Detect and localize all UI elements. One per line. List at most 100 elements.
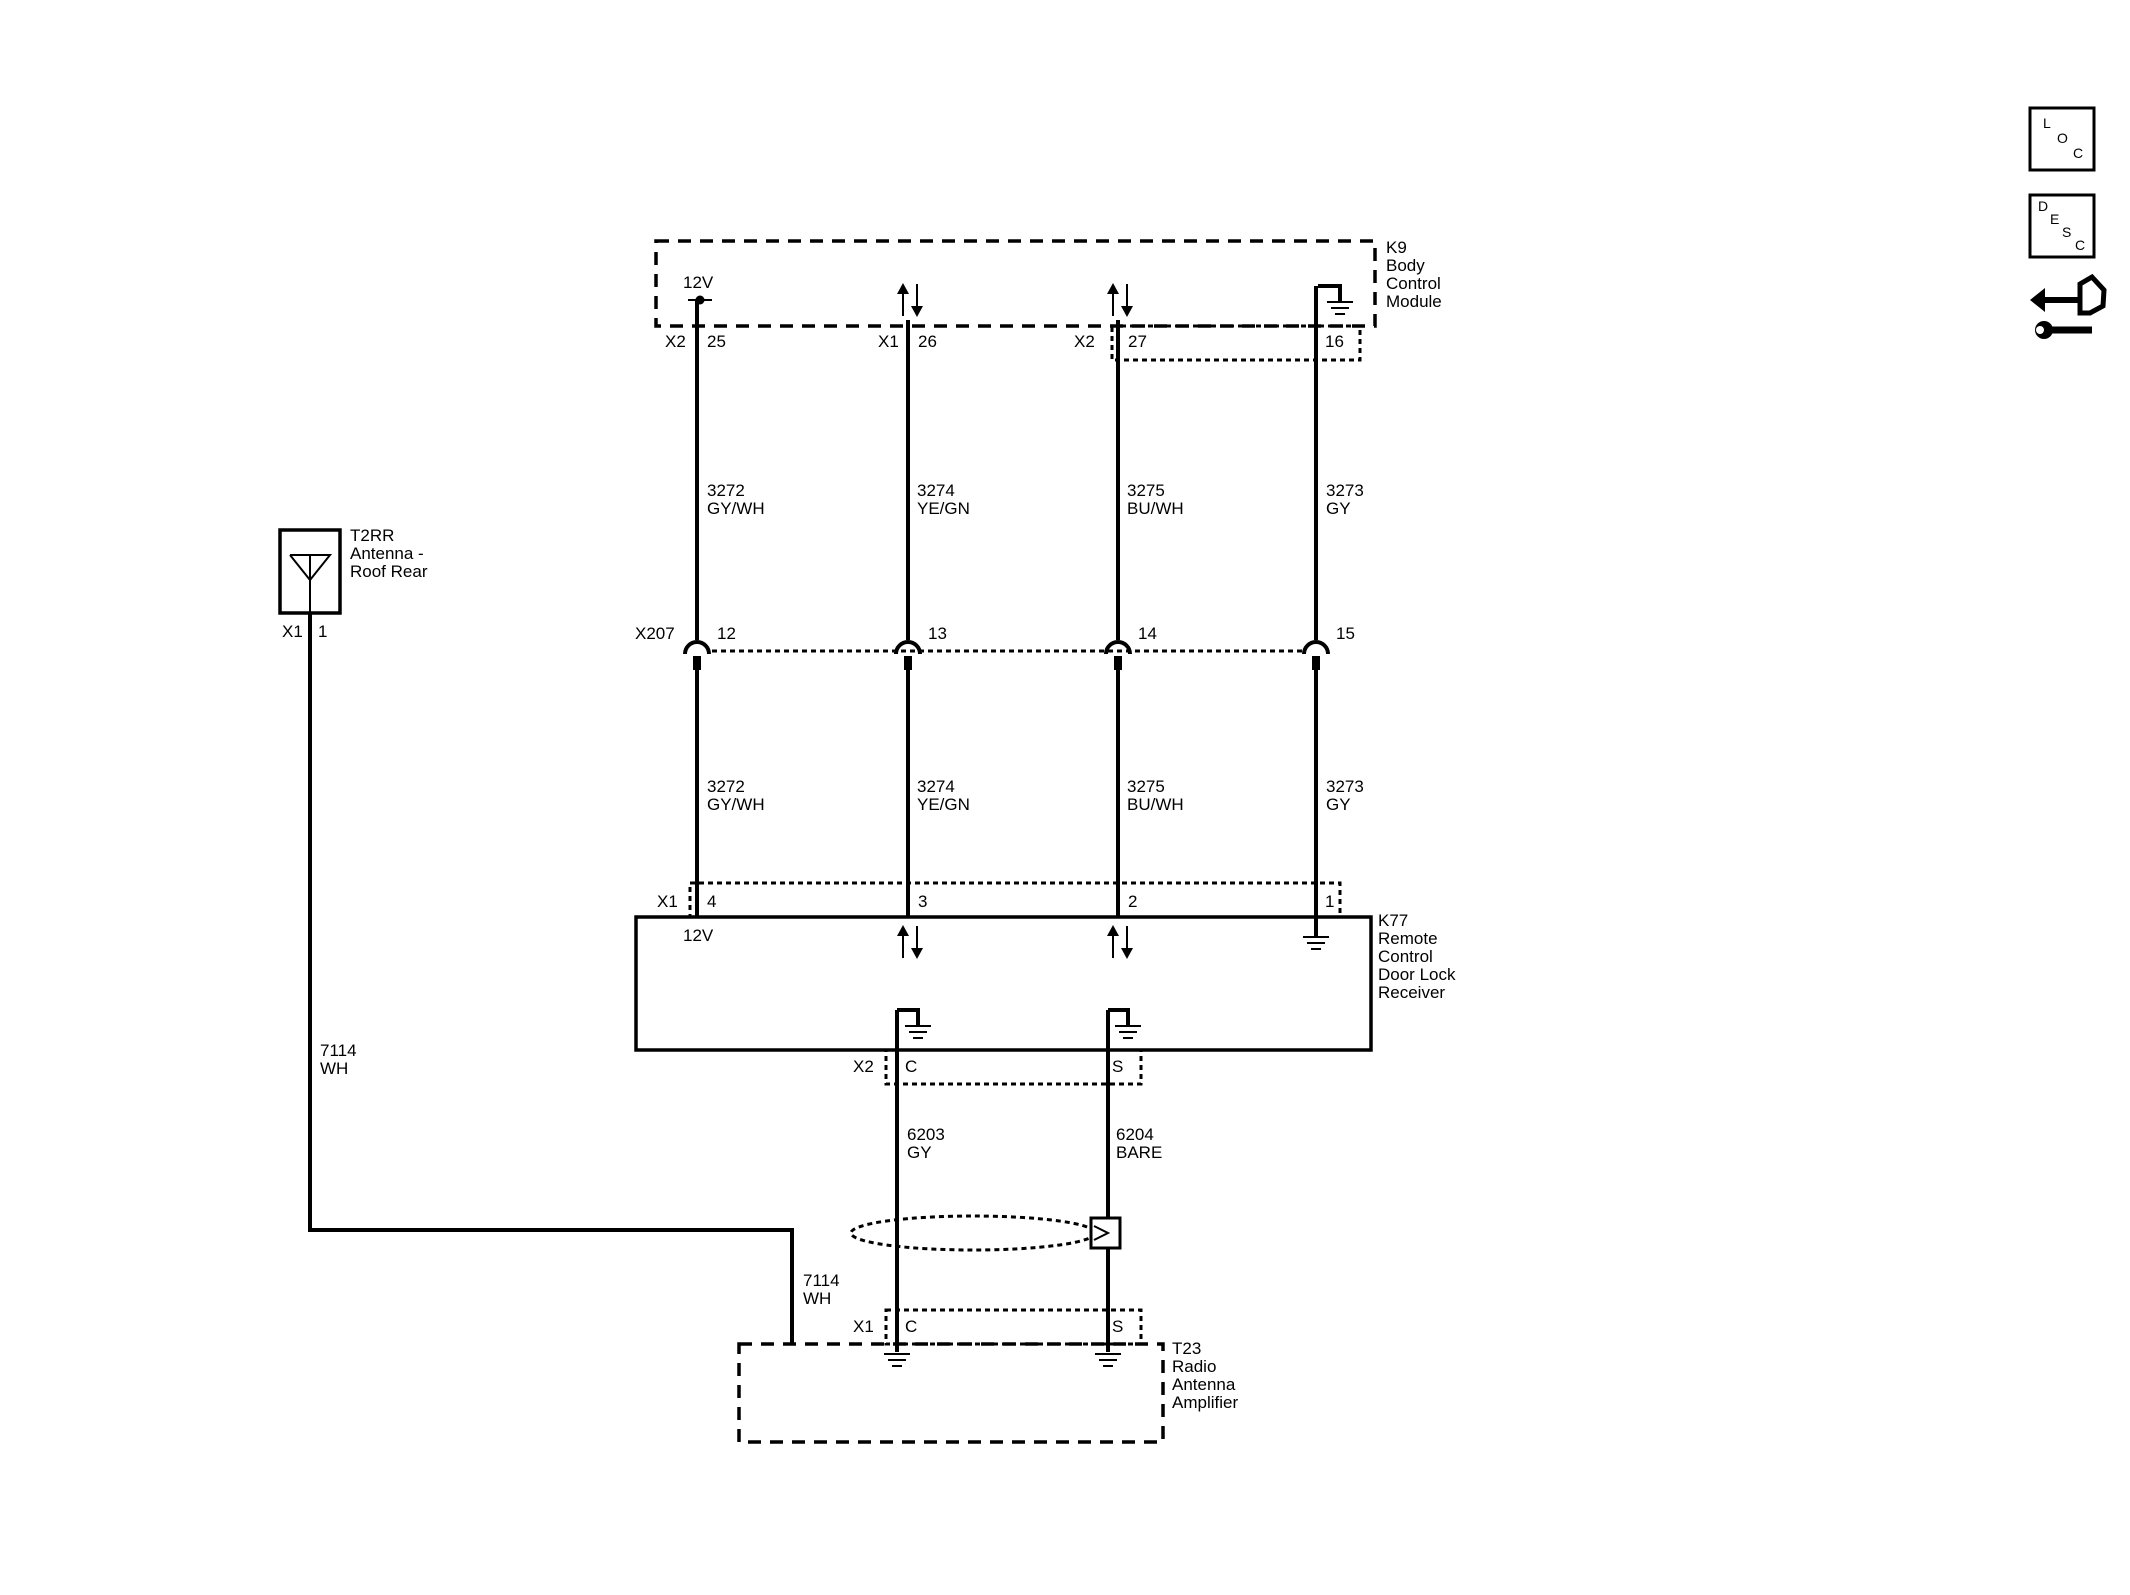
svg-text:X2: X2 xyxy=(1074,332,1095,351)
antenna-circuit-labels: 7114 WH 7114 WH xyxy=(320,1041,840,1308)
svg-text:C: C xyxy=(905,1317,917,1336)
k77-module-box xyxy=(634,915,1373,1052)
svg-text:3: 3 xyxy=(918,892,927,911)
svg-text:Antenna -: Antenna - xyxy=(350,544,424,563)
svg-text:D: D xyxy=(2038,198,2048,214)
svg-text:12: 12 xyxy=(717,624,736,643)
svg-text:X1: X1 xyxy=(853,1317,874,1336)
svg-text:X1: X1 xyxy=(282,622,303,641)
svg-text:S: S xyxy=(1112,1317,1123,1336)
k9-12v-label: 12V xyxy=(683,273,714,292)
svg-text:T23: T23 xyxy=(1172,1339,1201,1358)
svg-text:E: E xyxy=(2050,211,2059,227)
svg-text:Radio: Radio xyxy=(1172,1357,1216,1376)
t23-label: T23 Radio Antenna Amplifier xyxy=(1172,1339,1238,1412)
svg-text:BU/WH: BU/WH xyxy=(1127,795,1184,814)
svg-text:O: O xyxy=(2057,130,2068,146)
t23-module-outline xyxy=(737,1342,1165,1444)
svg-text:S: S xyxy=(1112,1057,1123,1076)
k77-12v-label: 12V xyxy=(683,926,714,945)
svg-text:14: 14 xyxy=(1138,624,1157,643)
svg-text:1: 1 xyxy=(318,622,327,641)
svg-text:C: C xyxy=(905,1057,917,1076)
t2rr-label: T2RR Antenna - Roof Rear xyxy=(350,526,428,581)
svg-text:3273: 3273 xyxy=(1326,777,1364,796)
svg-text:X2: X2 xyxy=(853,1057,874,1076)
svg-text:Remote: Remote xyxy=(1378,929,1438,948)
svg-text:15: 15 xyxy=(1336,624,1355,643)
svg-text:BARE: BARE xyxy=(1116,1143,1162,1162)
antenna-icon xyxy=(289,554,333,613)
svg-text:Control: Control xyxy=(1386,274,1441,293)
svg-text:3274: 3274 xyxy=(917,481,955,500)
svg-text:2: 2 xyxy=(1128,892,1137,911)
svg-text:Module: Module xyxy=(1386,292,1442,311)
k77-x2-dotted-connector xyxy=(884,1048,1143,1086)
svg-text:Control: Control xyxy=(1378,947,1433,966)
k9-module-outline xyxy=(654,239,1377,328)
svg-text:K9: K9 xyxy=(1386,238,1407,257)
lower-circuit-labels: 3272 GY/WH 3274 YE/GN 3275 BU/WH 3273 GY xyxy=(707,777,1364,814)
svg-text:X2: X2 xyxy=(665,332,686,351)
svg-text:GY/WH: GY/WH xyxy=(707,499,765,518)
svg-text:27: 27 xyxy=(1128,332,1147,351)
k77-label: K77 Remote Control Door Lock Receiver xyxy=(1378,911,1456,1002)
t23-x1-dotted-connector xyxy=(884,1308,1143,1346)
svg-text:BU/WH: BU/WH xyxy=(1127,499,1184,518)
svg-text:3275: 3275 xyxy=(1127,777,1165,796)
k77-ground-icon xyxy=(1303,917,1329,950)
svg-text:X1: X1 xyxy=(657,892,678,911)
svg-text:1: 1 xyxy=(1325,892,1334,911)
svg-text:3272: 3272 xyxy=(707,777,745,796)
svg-text:3273: 3273 xyxy=(1326,481,1364,500)
loc-button[interactable]: L O C xyxy=(2028,106,2096,172)
svg-text:WH: WH xyxy=(803,1289,831,1308)
svg-text:YE/GN: YE/GN xyxy=(917,795,970,814)
upper-circuit-labels: 3272 GY/WH 3274 YE/GN 3275 BU/WH 3273 GY xyxy=(707,481,1364,518)
svg-text:3274: 3274 xyxy=(917,777,955,796)
svg-text:Amplifier: Amplifier xyxy=(1172,1393,1238,1412)
connector-wrench-icon[interactable] xyxy=(2030,273,2107,339)
svg-text:Body: Body xyxy=(1386,256,1425,275)
wire-7114 xyxy=(308,613,794,1344)
svg-text:26: 26 xyxy=(918,332,937,351)
t23-ground-s-icon xyxy=(1095,1353,1121,1367)
x207-label: X207 xyxy=(635,624,675,643)
svg-text:4: 4 xyxy=(707,892,716,911)
k9-ground-icon xyxy=(1318,284,1353,315)
k9-x2-dotted-connector xyxy=(1110,324,1362,362)
desc-button[interactable]: D E S C xyxy=(2028,193,2096,259)
svg-text:X1: X1 xyxy=(878,332,899,351)
k77-shield-ground-c-icon xyxy=(897,1008,931,1039)
svg-text:Antenna: Antenna xyxy=(1172,1375,1236,1394)
k9-label: K9 Body Control Module xyxy=(1386,238,1442,311)
svg-text:Receiver: Receiver xyxy=(1378,983,1445,1002)
svg-text:C: C xyxy=(2075,237,2085,253)
svg-text:YE/GN: YE/GN xyxy=(917,499,970,518)
svg-text:6204: 6204 xyxy=(1116,1125,1154,1144)
k77-x1-dotted-connector xyxy=(688,881,1342,919)
k77-data-arrow-1-icon xyxy=(897,925,923,959)
shield-drain-icon xyxy=(1089,1216,1122,1250)
svg-text:25: 25 xyxy=(707,332,726,351)
svg-text:16: 16 xyxy=(1325,332,1344,351)
t23-ground-c-icon xyxy=(884,1353,910,1367)
svg-text:L: L xyxy=(2043,115,2051,131)
svg-text:K77: K77 xyxy=(1378,911,1408,930)
svg-text:6203: 6203 xyxy=(907,1125,945,1144)
svg-text:GY: GY xyxy=(1326,499,1351,518)
svg-text:WH: WH xyxy=(320,1059,348,1078)
svg-text:3272: 3272 xyxy=(707,481,745,500)
svg-text:S: S xyxy=(2062,224,2071,240)
coax-circuit-labels: 6203 GY 6204 BARE xyxy=(907,1125,1162,1162)
svg-text:Door Lock: Door Lock xyxy=(1378,965,1456,984)
coax-shield-ellipse xyxy=(849,1214,1097,1252)
x207-terminals xyxy=(683,640,1330,670)
svg-text:13: 13 xyxy=(928,624,947,643)
svg-text:7114: 7114 xyxy=(320,1041,357,1060)
svg-text:C: C xyxy=(2073,145,2083,161)
k9-data-arrow-2-icon xyxy=(1107,283,1133,317)
svg-text:GY: GY xyxy=(907,1143,932,1162)
k9-data-arrow-1-icon xyxy=(897,283,923,317)
